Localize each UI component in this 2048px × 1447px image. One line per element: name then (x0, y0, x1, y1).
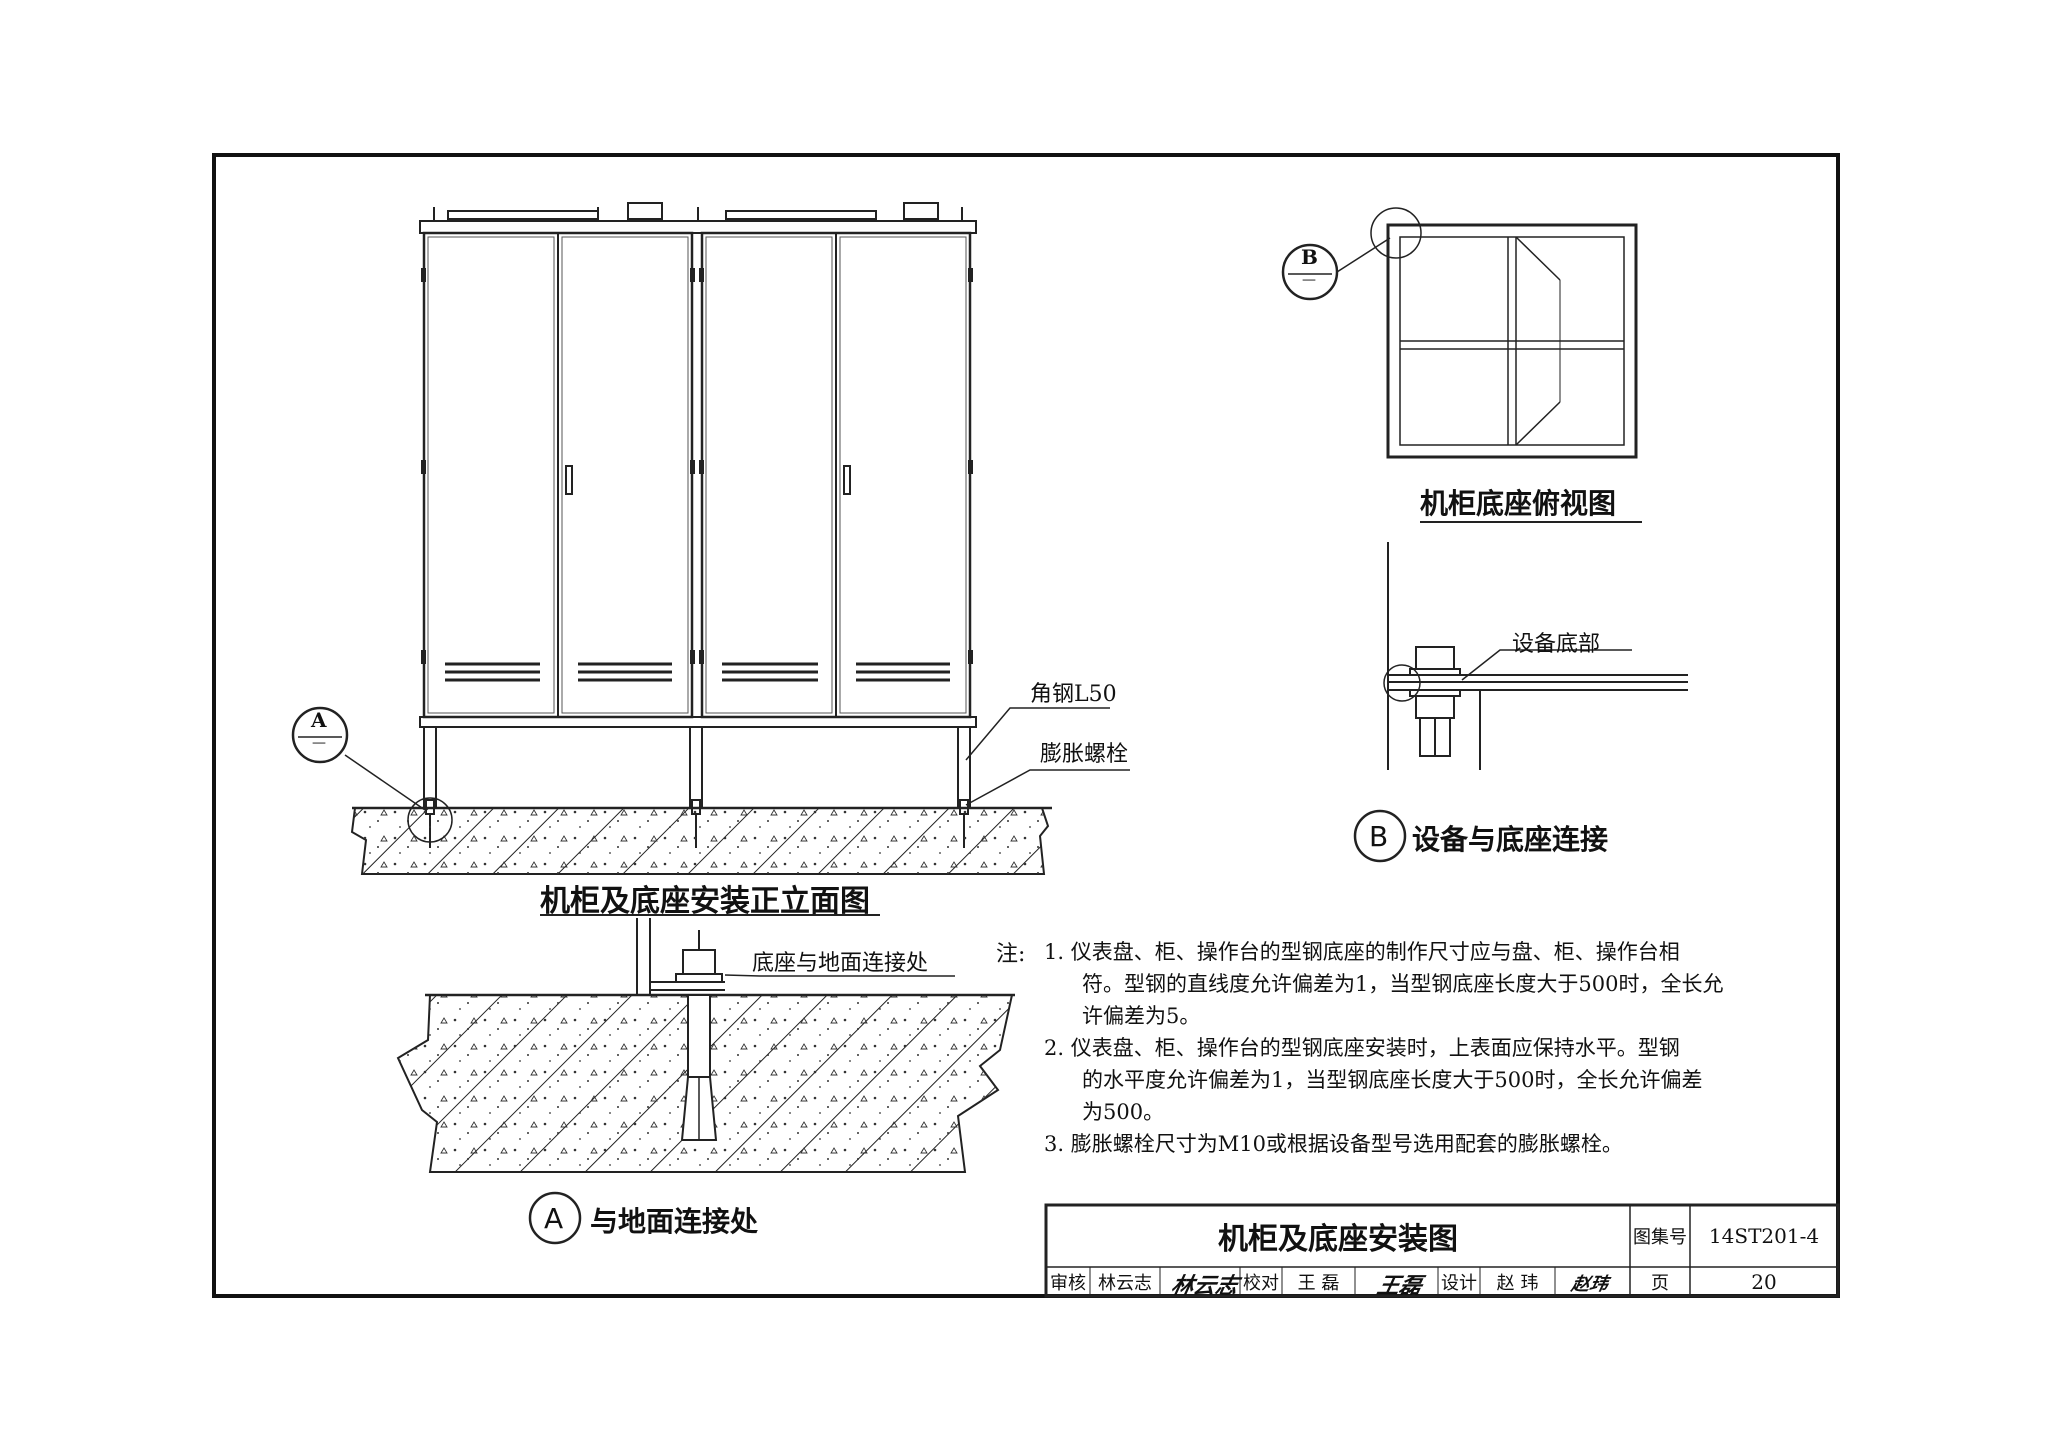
note-line: 1. 仪表盘、柜、操作台的型钢底座的制作尺寸应与盘、柜、操作台相 (1044, 940, 1680, 964)
note-line: 为500。 (1082, 1100, 1165, 1124)
note-line: 的水平度允许偏差为1，当型钢底座长度大于500时，全长允许偏差 (1082, 1068, 1703, 1092)
note-line: 3. 膨胀螺栓尺寸为M10或根据设备型号选用配套的膨胀螺栓。 (1044, 1132, 1623, 1156)
front-elevation (344, 202, 1130, 875)
reviewer-signature: 林云志 (1168, 1273, 1241, 1299)
reviewer-name: 林云志 (1098, 1272, 1152, 1294)
detail-b-drawing (1383, 542, 1688, 770)
detail-b-caption-letter: B (1369, 820, 1389, 853)
angle-steel-label: 角钢L50 (1030, 682, 1117, 707)
notes-prefix: 注: (996, 942, 1026, 967)
note-line: 2. 仪表盘、柜、操作台的型钢底座安装时，上表面应保持水平。型钢 (1044, 1036, 1680, 1060)
top-view-title: 机柜底座俯视图 (1420, 487, 1617, 520)
atlas-label: 图集号 (1633, 1227, 1687, 1248)
base-ground-connection-label: 底座与地面连接处 (752, 951, 929, 976)
notes-block: 1. 仪表盘、柜、操作台的型钢底座的制作尺寸应与盘、柜、操作台相 符。型钢的直线… (1044, 936, 1824, 1166)
detail-b-caption: 设备与底座连接 (1412, 823, 1609, 856)
note-line: 符。型钢的直线度允许偏差为1，当型钢底座长度大于500时，全长允 (1082, 972, 1724, 996)
title-block-grid (1044, 1203, 1840, 1298)
note-line: 许偏差为5。 (1082, 1004, 1201, 1028)
front-elevation-title: 机柜及底座安装正立面图 (540, 884, 870, 919)
detail-a-caption: 与地面连接处 (590, 1205, 759, 1238)
checker-name: 王 磊 (1297, 1272, 1340, 1294)
page-label: 页 (1651, 1272, 1669, 1294)
checker-signature: 王磊 (1374, 1273, 1425, 1299)
check-label: 校对 (1243, 1272, 1279, 1294)
detail-a-caption-marker (528, 1191, 582, 1245)
marker-a-sub: — (312, 735, 326, 751)
designer-signature: 赵玮 (1569, 1274, 1610, 1295)
drawing-title: 机柜及底座安装图 (1218, 1222, 1458, 1257)
designer-name: 赵 玮 (1496, 1272, 1539, 1294)
page-number: 20 (1751, 1269, 1777, 1294)
detail-a-marker (291, 706, 349, 764)
detail-a-drawing (396, 918, 1015, 1173)
expansion-bolt-label: 膨胀螺栓 (1040, 742, 1129, 767)
drawing-frame (212, 153, 1840, 1298)
design-label: 设计 (1441, 1272, 1477, 1294)
review-label: 审核 (1050, 1272, 1086, 1294)
detail-a-caption-letter: A (544, 1202, 564, 1235)
atlas-number: 14ST201-4 (1708, 1224, 1820, 1248)
equipment-bottom-label: 设备底部 (1512, 632, 1601, 657)
marker-b-sub: — (1302, 272, 1316, 288)
marker-b-letter: B (1301, 245, 1318, 269)
marker-a-letter: A (311, 708, 327, 732)
base-top-view (1370, 207, 1638, 459)
detail-b-caption-marker (1353, 809, 1407, 863)
